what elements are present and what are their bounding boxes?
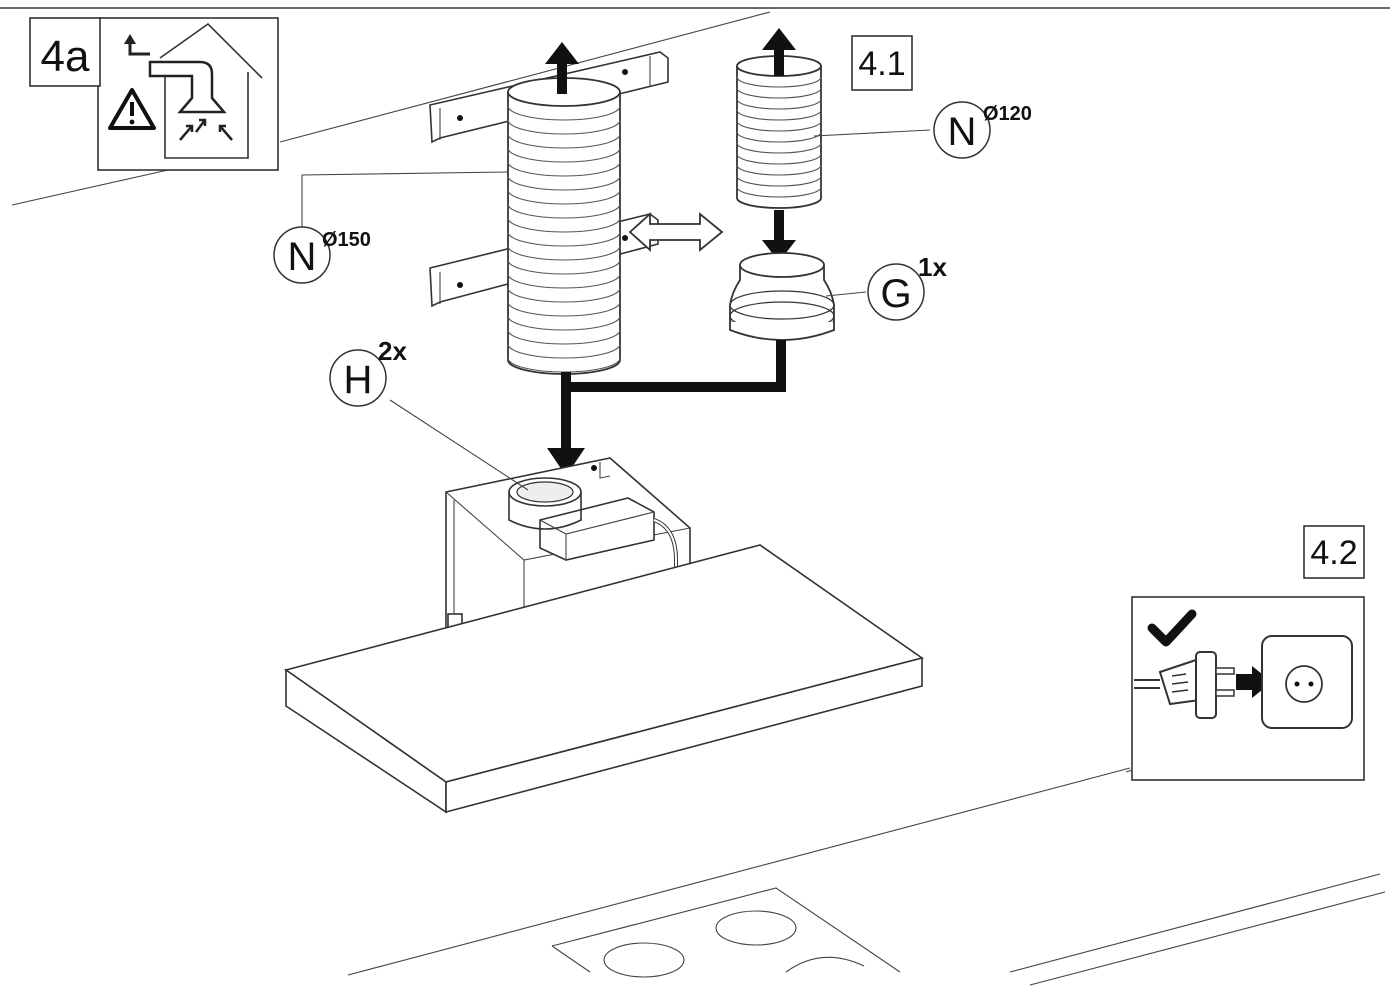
duct-small-rib [736,142,822,154]
warning-triangle-icon [108,88,156,130]
duct-small-rib [736,153,822,165]
label-n-small-size: Ø120 [983,103,1032,125]
up-arrow-small-duct [762,28,796,76]
label-g-qty: 1x [918,252,947,282]
label-g-letter: G [880,272,911,316]
substep-4-1-box: 4.1 [851,35,913,91]
ceiling-lines [11,11,771,206]
connection-arrows [547,340,786,476]
down-arrow-to-adapter [762,210,796,262]
hood-canopy [284,544,924,814]
power-plug-icon [1134,651,1235,719]
duct-large-rib [507,301,621,317]
duct-small-rib [736,120,822,132]
duct-large-rib [507,189,621,205]
adjust-double-arrow [628,211,724,253]
duct-large-rib [507,217,621,233]
label-h: H 2x [329,336,407,407]
duct-small-rib [736,186,822,198]
duct-small-rib [736,164,822,176]
duct-large-rib [507,245,621,261]
duct-large-rib [507,231,621,247]
recirculation-hood-house-icon [124,22,263,159]
duct-pipe-small [736,55,822,209]
duct-small-rib [736,175,822,187]
duct-large-rib [507,147,621,163]
duct-large-rib [507,273,621,289]
duct-small-rib [736,98,822,110]
checkmark-icon [1147,609,1197,647]
leader-lines [301,129,931,491]
label-n-large: N Ø150 [273,226,371,284]
duct-large-rib [507,343,621,359]
wall-socket-icon [1261,635,1353,729]
label-h-letter: H [344,358,373,402]
label-n-small: N Ø120 [933,101,1032,159]
plug-socket-panel [1125,596,1365,781]
label-n-small-letter: N [948,110,977,154]
substep-4-2-box: 4.2 [1303,525,1365,579]
step-icon-box: 4a [29,17,279,171]
duct-large-rib [507,119,621,135]
countertop-lines [347,767,1386,986]
label-h-qty: 2x [378,336,407,366]
duct-large-rib [507,161,621,177]
duct-pipe-large [507,77,621,375]
duct-large-rib [507,133,621,149]
duct-small-rib [736,76,822,88]
duct-large-rib [507,175,621,191]
duct-small-rib [736,87,822,99]
label-n-large-size: Ø150 [322,229,371,251]
duct-large-rib [507,105,621,121]
substep-4-2-label: 4.2 [1310,534,1357,572]
step-number: 4a [41,32,90,81]
label-g: G 1x [867,252,947,321]
label-n-large-letter: N [288,235,317,279]
up-arrow-large-duct [545,42,579,94]
duct-large-rib [507,287,621,303]
adapter-g [729,252,835,341]
cooktop [551,887,901,978]
substep-4-1-label: 4.1 [858,45,905,83]
duct-large-rib [507,329,621,345]
duct-large-rib [507,357,621,373]
duct-small-rib [736,109,822,121]
duct-large-rib [507,259,621,275]
duct-large-rib [507,203,621,219]
duct-large-rib [507,315,621,331]
duct-small-body [736,66,822,209]
